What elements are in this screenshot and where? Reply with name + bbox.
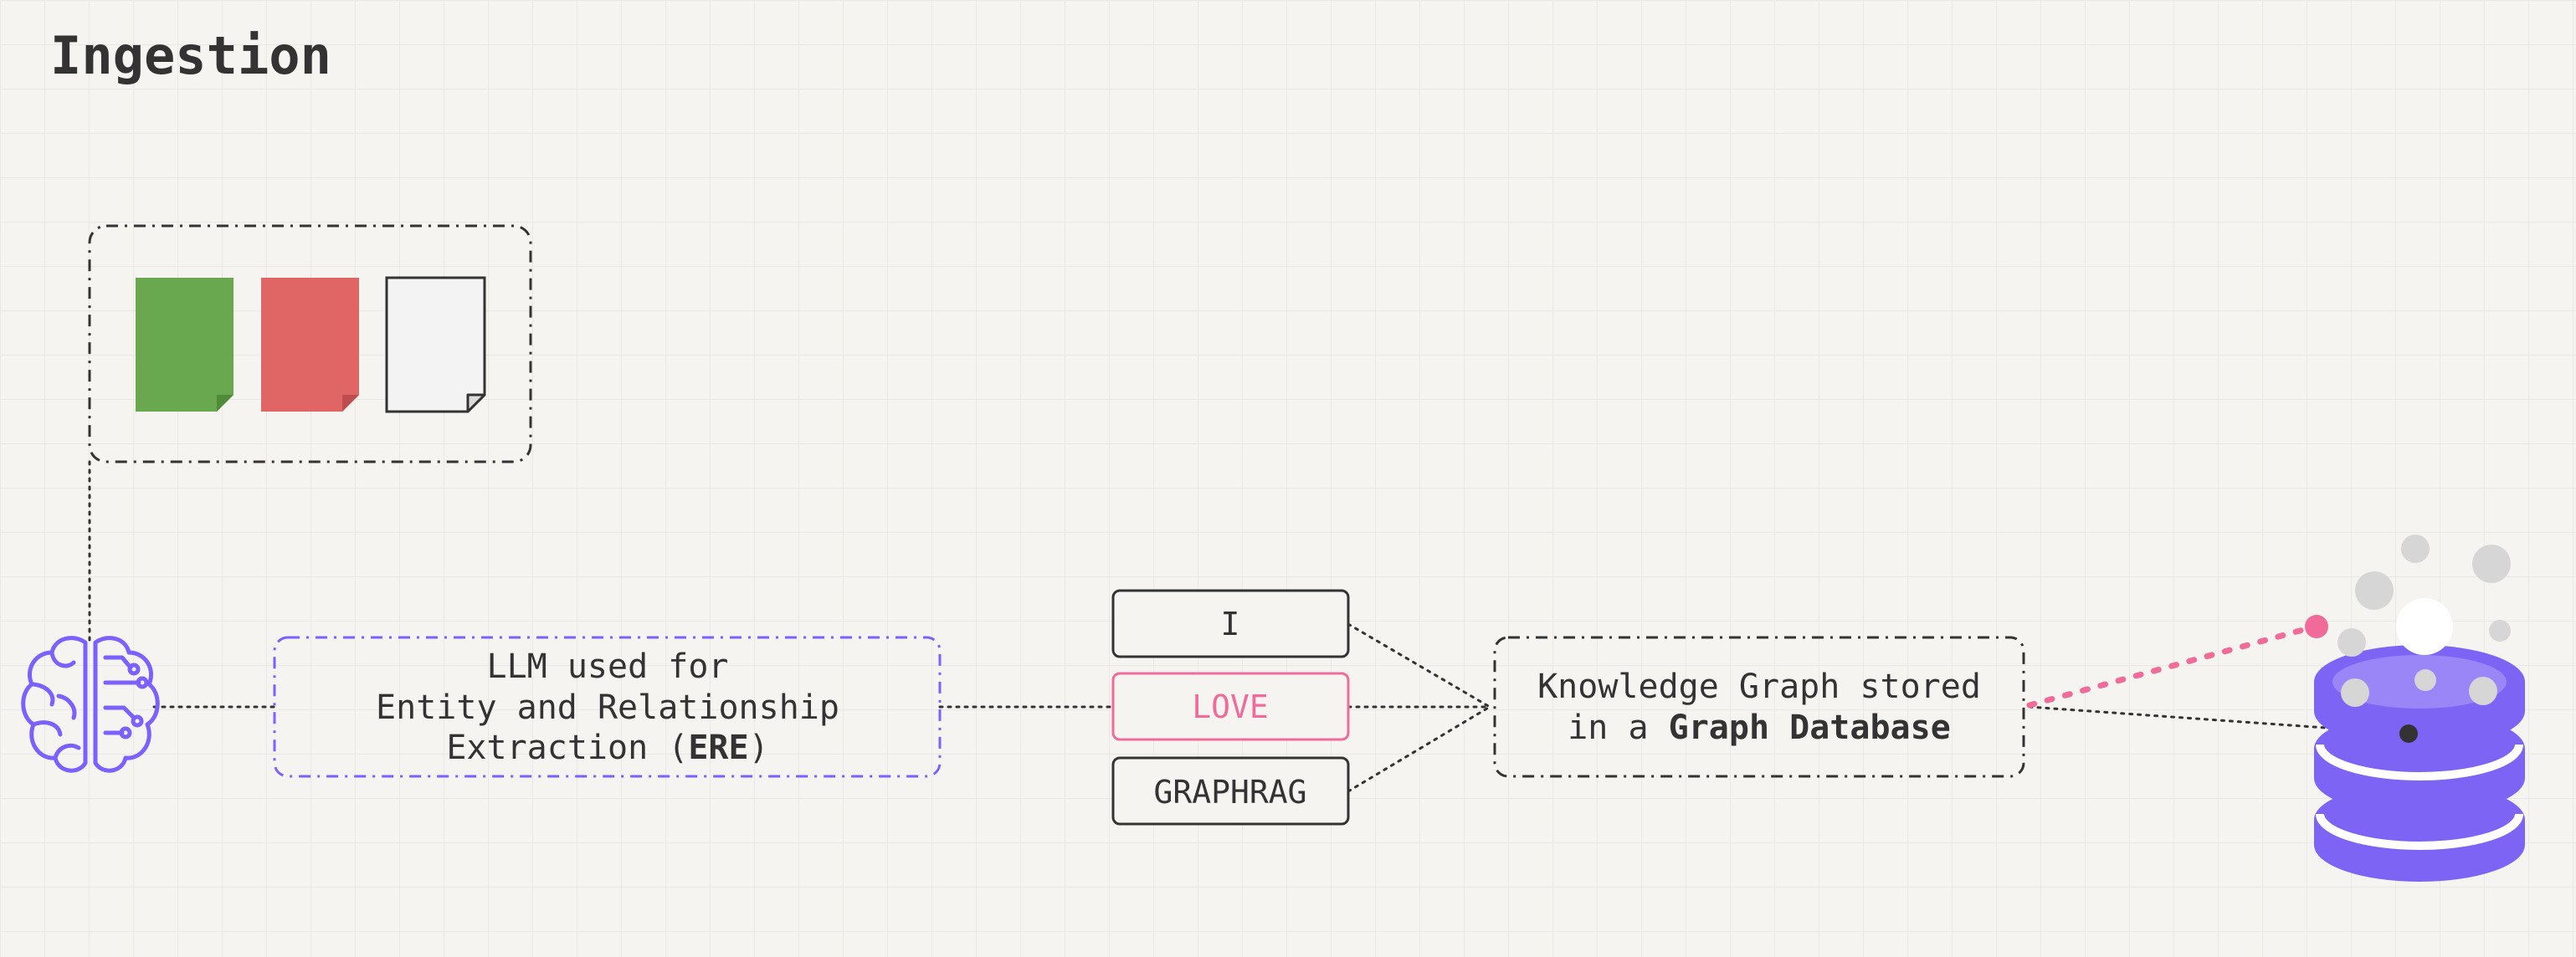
database-icon <box>2314 645 2525 882</box>
kg-to-node-pink-connector <box>2026 623 2318 709</box>
kg-box-line2-bold: Graph Database <box>1669 709 1951 747</box>
llm-box: LLM used for Entity and Relationship Ext… <box>273 636 942 778</box>
red-document <box>261 278 359 412</box>
llm-box-line3-suffix: ) <box>749 729 769 767</box>
llm-box-line3: Extraction (ERE) <box>446 729 768 767</box>
graph-node <box>2355 571 2394 610</box>
graph-node-highlight <box>2396 598 2453 655</box>
llm-box-line3-bold: ERE <box>688 729 748 767</box>
graph-node-dark <box>2399 724 2418 743</box>
kg-box-frame <box>1493 636 2025 778</box>
llm-box-line3-prefix: Extraction ( <box>446 729 688 767</box>
kg-box-line1: Knowledge Graph stored <box>1537 668 1981 706</box>
graph-node <box>2414 669 2436 691</box>
graph-node-pink <box>2305 615 2328 638</box>
kg-box-line2: in a Graph Database <box>1568 709 1951 747</box>
documents-frame <box>88 224 532 463</box>
graph-nodes <box>2305 535 2511 743</box>
token-i: I <box>1111 589 1350 658</box>
graph-node <box>2341 678 2369 707</box>
kg-box: Knowledge Graph stored in a Graph Databa… <box>1493 636 2025 778</box>
graph-node <box>2469 677 2497 705</box>
llm-box-line2: Entity and Relationship <box>376 688 839 727</box>
connectors <box>88 460 2410 793</box>
brain-icon <box>21 636 160 773</box>
llm-box-frame <box>273 636 942 778</box>
graph-node <box>2489 620 2511 642</box>
green-document <box>136 278 233 412</box>
token-love-label: LOVE <box>1192 688 1269 725</box>
kg-box-line2-prefix: in a <box>1568 709 1668 747</box>
token1-to-kg-connector <box>1347 622 1491 709</box>
graph-node <box>2337 628 2366 657</box>
graph-node <box>2472 545 2511 583</box>
documents-group <box>88 224 532 463</box>
page-title: Ingestion <box>50 25 331 86</box>
token-love: LOVE <box>1111 672 1350 741</box>
token-graphrag-label: GRAPHRAG <box>1153 774 1306 811</box>
token-graphrag: GRAPHRAG <box>1111 756 1350 826</box>
token3-to-kg-connector <box>1347 705 1491 793</box>
llm-box-line1: LLM used for <box>487 647 729 686</box>
token-i-label: I <box>1221 606 1240 642</box>
graph-node <box>2401 535 2430 563</box>
blank-document <box>385 276 486 413</box>
